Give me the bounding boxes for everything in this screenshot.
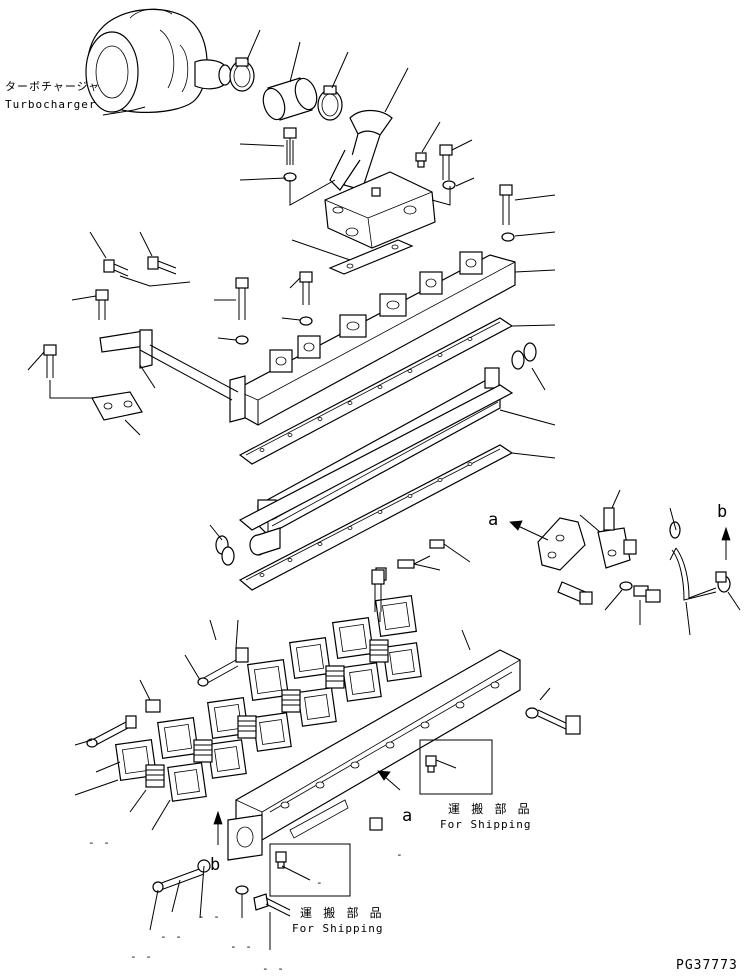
sensor-tube <box>669 521 731 601</box>
bracket-assembly <box>91 329 239 421</box>
expansion-joints <box>145 639 389 788</box>
exhaust-bolt-right <box>525 707 581 735</box>
dash-mark-4: - - <box>198 910 221 923</box>
bolt-top-1 <box>283 127 297 165</box>
reference-a-lower: a <box>402 806 413 826</box>
sensor-plug <box>375 539 445 581</box>
reference-b-upper: b <box>717 502 728 522</box>
dash-mark-6: - - <box>230 940 253 953</box>
sensor-bracket <box>537 517 586 571</box>
bolt-top-2 <box>439 144 453 180</box>
shipping-box-2 <box>269 843 351 897</box>
arrow-b-lower <box>213 810 223 845</box>
dash-mark-1: - - <box>88 836 111 849</box>
washer-intake-2 <box>299 316 313 326</box>
stud-bolt-2 <box>86 715 137 748</box>
lower-bolt <box>235 885 291 917</box>
dash-mark-5: - - <box>160 930 183 943</box>
nut-small <box>145 699 161 713</box>
dash-mark-8: - - <box>262 962 285 975</box>
manifold-gaskets <box>114 594 422 802</box>
washer-top-1 <box>283 172 297 182</box>
stud-bolt-1 <box>197 647 249 687</box>
reference-a-upper: a <box>488 510 499 530</box>
drawing-code: PG37773 <box>676 958 738 973</box>
o-ring-pair-left <box>215 535 235 566</box>
arrow-a-upper <box>509 520 549 541</box>
shipping-box-1 <box>419 739 493 795</box>
dash-mark-3: - <box>396 848 404 861</box>
shipping-label-en-2: For Shipping <box>292 922 384 935</box>
shipping-label-en-1: For Shipping <box>440 818 532 831</box>
gasket-small <box>328 239 414 275</box>
reference-b-lower: b <box>210 855 221 875</box>
gasket-large-3 <box>238 444 514 591</box>
exhaust-manifold <box>227 649 521 861</box>
dash-mark-2: - <box>316 876 324 889</box>
turbocharger-part <box>85 8 232 113</box>
leader-lines <box>27 29 741 950</box>
hose <box>262 77 318 121</box>
hose-clamp-2 <box>317 85 343 121</box>
sensor-washer <box>619 581 633 591</box>
washer-intake-1 <box>235 335 249 345</box>
sensor-bolt-1 <box>557 581 593 605</box>
shipping-label-jp-1: 運 搬 部 品 <box>448 802 532 816</box>
arrow-b-upper <box>721 526 731 560</box>
arrow-a-lower <box>377 770 401 791</box>
lower-link-rod <box>152 859 211 893</box>
bolt-intake-2 <box>299 271 313 305</box>
shipping-label-jp-2: 運 搬 部 品 <box>300 906 384 920</box>
turbocharger-label-jp: ターボチャージャ <box>5 80 101 93</box>
bolt-intake-1 <box>235 277 249 320</box>
pressure-sensor <box>597 507 637 569</box>
connector-housing <box>324 171 436 249</box>
lower-nut <box>369 817 383 831</box>
plug-small <box>415 152 427 168</box>
gasket-large-2 <box>238 384 514 531</box>
bolt-right-1 <box>499 184 513 225</box>
dash-mark-7: - - <box>130 950 153 963</box>
bolt-bracket-1 <box>103 259 129 277</box>
washer-top-2 <box>442 180 456 190</box>
bolt-bracket-2 <box>147 256 177 275</box>
sensor-bolt-2 <box>633 585 661 603</box>
intake-manifold <box>229 251 516 426</box>
washer-right-1 <box>501 232 515 242</box>
stud-bolt-3 <box>371 569 385 612</box>
o-ring-pair-right <box>511 342 537 370</box>
turbocharger-label-en: Turbocharger <box>5 98 97 111</box>
bolt-bracket-4 <box>43 344 57 378</box>
bolt-bracket-3 <box>95 289 109 320</box>
hose-clamp-1 <box>229 57 255 92</box>
